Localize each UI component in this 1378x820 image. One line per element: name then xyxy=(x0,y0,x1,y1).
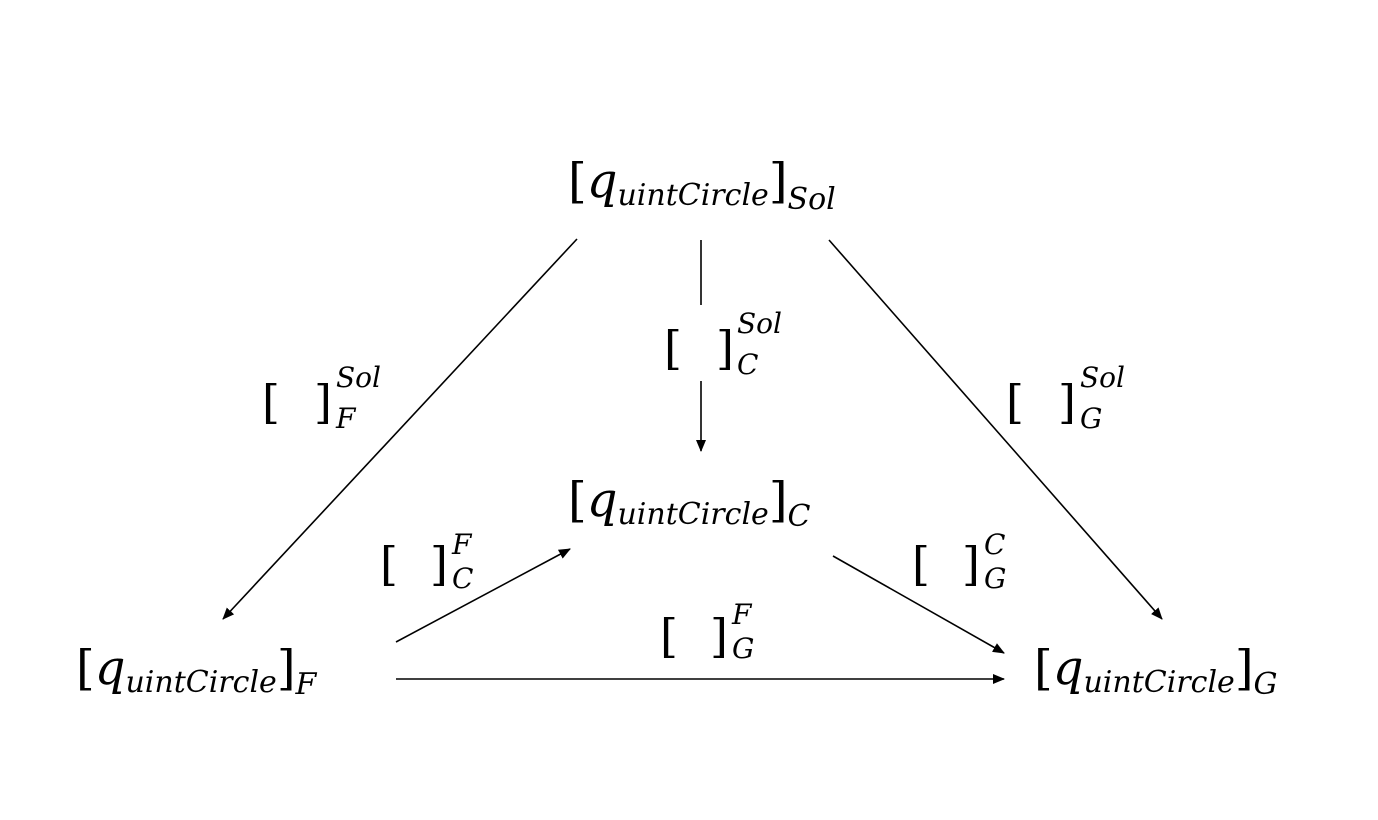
node-middle-open-bracket: [ xyxy=(568,472,587,528)
label-sol-to-c-close-bracket: ] xyxy=(716,321,734,375)
arrow-sol-to-f xyxy=(222,238,578,620)
label-sol-to-c-open-bracket: [ xyxy=(664,321,682,375)
svg-text:[quintCircle]C: [quintCircle]C xyxy=(568,472,811,534)
label-sol-to-f-from: Sol xyxy=(336,361,381,394)
arrow-sol-to-g xyxy=(828,239,1163,620)
node-right-frame: G xyxy=(1254,667,1278,702)
label-sol-to-g-from: Sol xyxy=(1080,361,1125,394)
label-f-to-c-open-bracket: [ xyxy=(380,537,398,591)
label-sol-to-g-open-bracket: [ xyxy=(1006,375,1024,429)
node-middle-close-bracket: ] xyxy=(769,472,788,528)
label-sol-to-c-from: Sol xyxy=(737,307,782,340)
node-left: [quintCircle]F xyxy=(76,640,318,702)
label-f-to-c: [ ] F C xyxy=(380,528,473,595)
node-middle: [quintCircle]C xyxy=(568,472,811,534)
label-sol-to-f-close-bracket: ] xyxy=(314,375,332,429)
label-c-to-g-from: C xyxy=(984,528,1005,561)
node-right-index: uintCircle xyxy=(1083,665,1234,700)
label-sol-to-f-to: F xyxy=(335,402,357,435)
node-right: [quintCircle]G xyxy=(1034,640,1278,702)
label-c-to-g-close-bracket: ] xyxy=(962,537,980,591)
svg-text:[quintCircle]F: [quintCircle]F xyxy=(76,640,318,702)
label-sol-to-g: [ ] Sol G xyxy=(1006,361,1125,435)
label-sol-to-g-to: G xyxy=(1080,402,1102,435)
svg-text:[quintCircle]Sol: [quintCircle]Sol xyxy=(568,153,836,217)
node-middle-index: uintCircle xyxy=(617,497,768,532)
node-left-close-bracket: ] xyxy=(277,640,296,696)
svg-text:[quintCircle]G: [quintCircle]G xyxy=(1034,640,1278,702)
node-right-open-bracket: [ xyxy=(1034,640,1053,696)
node-middle-frame: C xyxy=(788,499,811,534)
label-sol-to-c: [ ] Sol C xyxy=(664,307,782,381)
label-f-to-g-close-bracket: ] xyxy=(710,609,728,663)
label-f-to-g-to: G xyxy=(732,632,754,665)
label-f-to-g-from: F xyxy=(731,598,753,631)
arrow-c-to-g xyxy=(832,555,1005,654)
node-top-close-bracket: ] xyxy=(769,153,788,209)
node-right-base: q xyxy=(1053,640,1084,696)
label-sol-to-g-close-bracket: ] xyxy=(1058,375,1076,429)
label-f-to-c-close-bracket: ] xyxy=(430,537,448,591)
label-c-to-g-to: G xyxy=(984,562,1006,595)
label-f-to-g: [ ] F G xyxy=(660,598,754,665)
node-top-open-bracket: [ xyxy=(568,153,587,209)
label-sol-to-f-open-bracket: [ xyxy=(262,375,280,429)
node-left-index: uintCircle xyxy=(125,665,276,700)
arrow-f-to-c xyxy=(395,548,571,643)
label-c-to-g: [ ] C G xyxy=(912,528,1006,595)
node-middle-base: q xyxy=(587,472,618,528)
label-c-to-g-open-bracket: [ xyxy=(912,537,930,591)
node-left-frame: F xyxy=(295,667,318,702)
node-top-frame: Sol xyxy=(788,182,836,217)
node-right-close-bracket: ] xyxy=(1235,640,1254,696)
node-top-index: uintCircle xyxy=(617,178,768,213)
label-sol-to-f: [ ] Sol F xyxy=(262,361,381,435)
label-f-to-c-to: C xyxy=(452,562,473,595)
label-f-to-g-open-bracket: [ xyxy=(660,609,678,663)
node-left-base: q xyxy=(95,640,126,696)
label-sol-to-c-to: C xyxy=(737,348,758,381)
label-f-to-c-from: F xyxy=(451,528,473,561)
node-left-open-bracket: [ xyxy=(76,640,95,696)
node-top: [quintCircle]Sol xyxy=(568,153,836,217)
node-top-base: q xyxy=(587,153,618,209)
